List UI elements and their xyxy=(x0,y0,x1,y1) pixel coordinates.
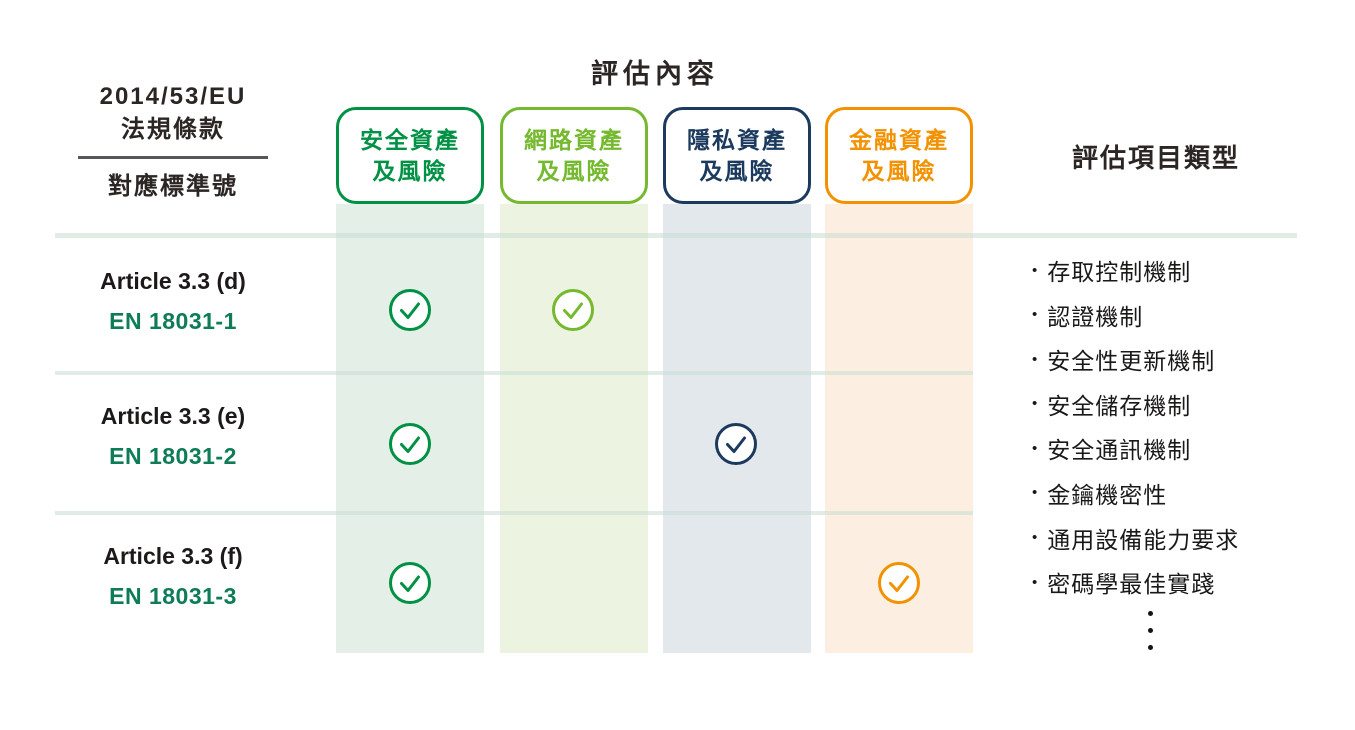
check-cell xyxy=(714,288,758,332)
column-header-security-assets: 安全資產 及風險 xyxy=(336,107,484,204)
check-cell xyxy=(714,422,758,466)
check-cell xyxy=(388,288,432,332)
article-label: Article 3.3 (f) xyxy=(103,543,243,569)
check-cell xyxy=(551,561,595,605)
bullet-dot-icon: • xyxy=(1032,306,1039,324)
column-label-line2: 及風險 xyxy=(372,157,448,184)
list-item: • 安全通訊機制 xyxy=(1032,434,1239,464)
bullet-dot-icon: • xyxy=(1032,529,1039,547)
bullet-dot-icon: • xyxy=(1032,261,1039,279)
list-item: • 通用設備能力要求 xyxy=(1032,524,1240,553)
list-item: • 存取控制機制 xyxy=(1032,256,1239,285)
list-item: • 密碼學最佳實踐 xyxy=(1032,568,1239,598)
bullet-dot-icon: • xyxy=(1032,350,1039,368)
column-band-network-assets xyxy=(500,204,648,653)
row-separator-1 xyxy=(55,371,973,375)
list-item: • 認證機制 xyxy=(1032,301,1239,330)
check-cell xyxy=(551,422,595,466)
list-item-label: 認證機制 xyxy=(1047,303,1144,330)
column-label-line1: 隱私資產 xyxy=(687,126,787,153)
column-label-line1: 金融資產 xyxy=(849,126,949,153)
corresponding-standard-label: 對應標準號 xyxy=(108,173,238,200)
header-divider-line xyxy=(78,156,268,159)
assessment-types-list: • 存取控制機制 • 認證機制 • 安全性更新機制 • 安全儲存機制 • 安全通… xyxy=(1032,256,1239,613)
check-cell xyxy=(388,561,432,605)
ellipsis-dot xyxy=(1147,611,1153,616)
column-label-line2: 及風險 xyxy=(536,157,612,184)
bullet-dot-icon: • xyxy=(1032,484,1039,502)
list-item-label: 密碼學最佳實踐 xyxy=(1047,571,1216,598)
table-row-label: Article 3.3 (d) EN 18031-1 xyxy=(28,268,318,335)
column-label-line1: 網路資產 xyxy=(524,126,624,153)
check-icon xyxy=(389,289,431,331)
list-item: • 安全儲存機制 xyxy=(1032,390,1239,419)
column-label-line2: 及風險 xyxy=(861,157,937,184)
check-icon xyxy=(878,562,920,604)
check-icon xyxy=(715,423,757,465)
article-label: Article 3.3 (d) xyxy=(100,268,246,294)
column-header-network-assets: 網路資產 及風險 xyxy=(500,107,648,204)
check-icon xyxy=(389,423,431,465)
column-label-line2: 及風險 xyxy=(699,157,775,184)
table-row-label: Article 3.3 (f) EN 18031-3 xyxy=(28,543,318,610)
header-separator-line xyxy=(55,233,1297,238)
standard-label: EN 18031-2 xyxy=(109,443,237,469)
bullet-dot-icon: • xyxy=(1032,439,1039,457)
regulation-directive-label: 2014/53/EU xyxy=(99,83,247,110)
column-header-financial-assets: 金融資產 及風險 xyxy=(825,107,973,204)
assessment-content-title: 評估內容 xyxy=(591,59,719,89)
check-cell xyxy=(714,561,758,605)
check-cell xyxy=(877,561,921,605)
list-item-label: 存取控制機制 xyxy=(1047,259,1192,285)
article-label: Article 3.3 (e) xyxy=(100,403,246,429)
assessment-types-header: 評估項目類型 xyxy=(1071,143,1240,173)
list-item-label: 安全性更新機制 xyxy=(1047,348,1216,375)
list-item-label: 安全儲存機制 xyxy=(1047,392,1192,419)
standard-label: EN 18031-3 xyxy=(109,583,237,609)
ellipsis-dot xyxy=(1147,645,1153,650)
column-label-line1: 安全資產 xyxy=(360,126,460,153)
list-item: • 安全性更新機制 xyxy=(1032,345,1239,375)
list-item-label: 金鑰機密性 xyxy=(1047,481,1168,508)
bullet-dot-icon: • xyxy=(1032,573,1039,591)
bullet-dot-icon: • xyxy=(1032,395,1039,413)
column-header-privacy-assets: 隱私資產 及風險 xyxy=(663,107,811,204)
vertical-ellipsis-icon xyxy=(1060,611,1240,650)
list-item: • 金鑰機密性 xyxy=(1032,479,1239,508)
check-icon xyxy=(552,289,594,331)
check-cell xyxy=(877,288,921,332)
regulation-clause-label: 法規條款 xyxy=(121,116,225,143)
list-item-label: 通用設備能力要求 xyxy=(1047,526,1240,553)
list-item-label: 安全通訊機制 xyxy=(1047,437,1192,464)
check-cell xyxy=(388,422,432,466)
check-cell xyxy=(877,422,921,466)
table-row-label: Article 3.3 (e) EN 18031-2 xyxy=(28,403,318,470)
standard-label: EN 18031-1 xyxy=(109,308,237,334)
row-separator-2 xyxy=(55,511,973,515)
regulation-header: 2014/53/EU 法規條款 對應標準號 xyxy=(28,80,318,203)
ellipsis-dot xyxy=(1147,628,1153,633)
check-cell xyxy=(551,288,595,332)
check-icon xyxy=(389,562,431,604)
